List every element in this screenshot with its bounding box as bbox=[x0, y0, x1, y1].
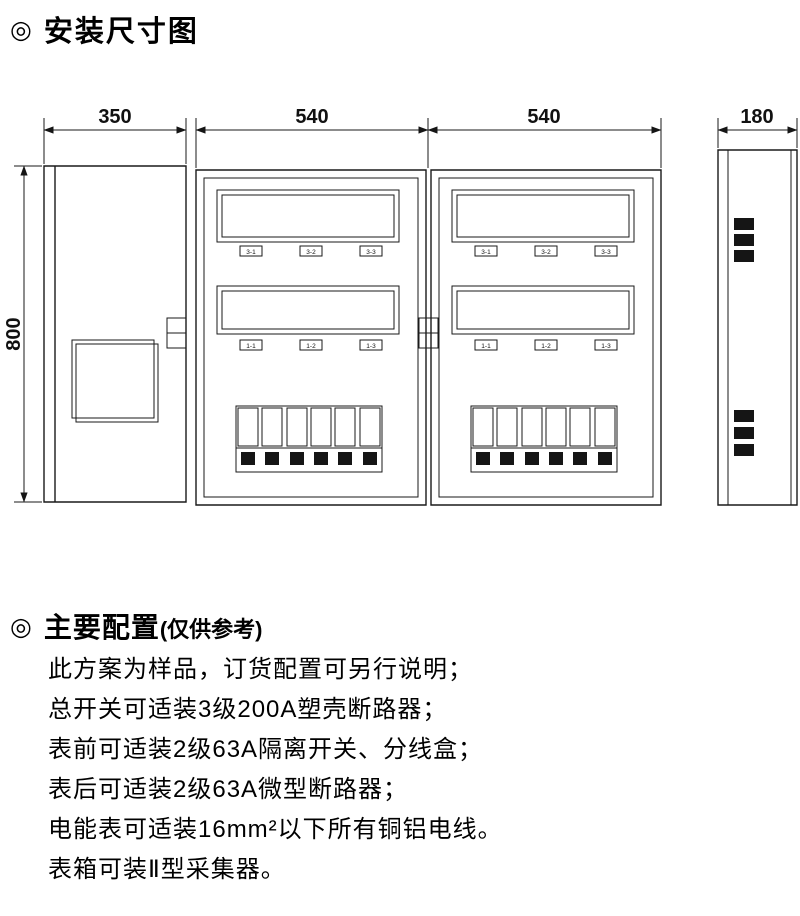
dim-depth: 180 bbox=[740, 106, 773, 128]
width-dimensions: 350 540 540 180 bbox=[43, 106, 798, 168]
install-dim-heading: ◎ 安装尺寸图 bbox=[10, 8, 199, 50]
hinge-blocks-bottom bbox=[734, 410, 754, 456]
height-dimension: 800 bbox=[3, 165, 42, 503]
meter-tag: 3-3 bbox=[366, 249, 376, 256]
door-window bbox=[72, 340, 154, 418]
meter-tag: 1-2 bbox=[541, 343, 551, 350]
dim-mid-width: 540 bbox=[295, 106, 328, 128]
config-line: 表箱可装Ⅱ型采集器。 bbox=[48, 856, 286, 883]
dim-right-width: 540 bbox=[527, 106, 560, 128]
config-line: 此方案为样品，订货配置可另行说明； bbox=[48, 656, 473, 683]
meter-window bbox=[217, 190, 399, 242]
meter-tag: 3-1 bbox=[246, 249, 256, 256]
left-door-panel bbox=[44, 166, 186, 502]
side-view bbox=[718, 150, 797, 505]
meter-tag: 3-2 bbox=[541, 249, 551, 256]
cabinet-junction-latch bbox=[419, 318, 438, 348]
config-line: 电能表可适装16mm²以下所有铜铝电线。 bbox=[48, 816, 503, 843]
meter-cabinet-1: 3-1 3-2 3-3 1-1 1-2 1-3 bbox=[196, 170, 426, 505]
meter-tag: 1-1 bbox=[481, 343, 491, 350]
meter-tag: 1-3 bbox=[601, 343, 611, 350]
meter-tag: 1-2 bbox=[306, 343, 316, 350]
meter-window bbox=[217, 286, 399, 334]
config-text-block: 此方案为样品，订货配置可另行说明； 总开关可适装3级200A塑壳断路器； 表前可… bbox=[48, 650, 503, 890]
meter-window bbox=[452, 190, 634, 242]
config-title: 主要配置 bbox=[43, 612, 160, 643]
meter-tag: 1-3 bbox=[366, 343, 376, 350]
meter-tag: 3-1 bbox=[481, 249, 491, 256]
config-line: 表后可适装2级63A微型断路器； bbox=[48, 776, 409, 803]
breaker-block bbox=[471, 406, 617, 472]
config-line: 总开关可适装3级200A塑壳断路器； bbox=[48, 696, 448, 723]
installation-dimension-drawing: 350 540 540 180 800 3-1 3-2 3-3 bbox=[3, 106, 800, 580]
page-title: 安装尺寸图 bbox=[43, 16, 199, 48]
meter-tag: 1-1 bbox=[246, 343, 256, 350]
dim-height: 800 bbox=[3, 317, 25, 350]
dim-left-width: 350 bbox=[98, 106, 131, 128]
hinge-blocks-top bbox=[734, 218, 754, 262]
bullseye-icon: ◎ bbox=[10, 611, 32, 641]
meter-window bbox=[452, 286, 634, 334]
door-latch bbox=[167, 318, 186, 333]
meter-tag: 3-3 bbox=[601, 249, 611, 256]
meter-tag: 3-2 bbox=[306, 249, 316, 256]
main-config-heading: ◎ 主要配置(仅供参考) bbox=[10, 606, 263, 646]
bullseye-icon: ◎ bbox=[10, 14, 32, 44]
config-note: (仅供参考) bbox=[159, 617, 263, 642]
breaker-block bbox=[236, 406, 382, 472]
config-line: 表前可适装2级63A隔离开关、分线盒； bbox=[48, 736, 484, 763]
meter-cabinet-2: 3-1 3-2 3-3 1-1 1-2 1-3 bbox=[431, 170, 661, 505]
